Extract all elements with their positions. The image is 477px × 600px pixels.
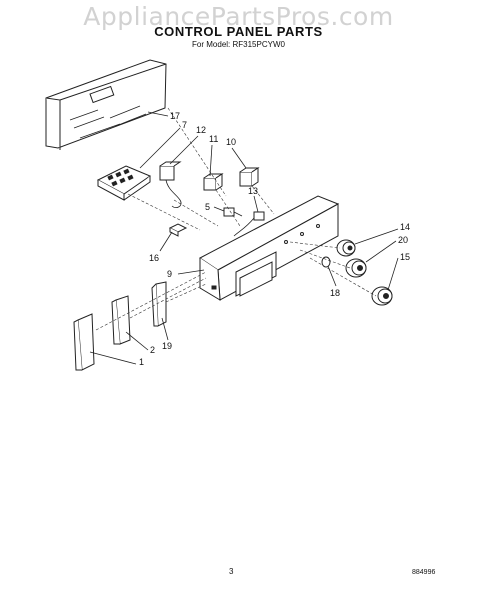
part-15-knob <box>371 286 393 306</box>
callout-1: 1 <box>139 357 144 367</box>
part-12-switch <box>159 161 182 208</box>
callout-19: 19 <box>162 341 172 351</box>
callout-17: 17 <box>170 111 180 121</box>
callout-20: 20 <box>398 235 408 245</box>
callout-11: 11 <box>209 134 218 144</box>
part-17-rear-panel <box>45 59 167 150</box>
assembly-lines <box>95 107 377 331</box>
part-13-harness <box>233 211 265 237</box>
page-number: 3 <box>229 567 234 576</box>
callout-15: 15 <box>400 252 410 262</box>
callout-18: 18 <box>330 288 340 298</box>
callout-12: 12 <box>196 125 206 135</box>
callout-leaders <box>89 111 399 365</box>
part-9-control-panel <box>199 195 340 301</box>
part-5-terminal <box>223 207 243 217</box>
model-line: For Model: RF315PCYW0 <box>192 40 285 49</box>
callout-7: 7 <box>182 120 187 130</box>
part-7-clock-display <box>96 165 152 201</box>
callout-16: 16 <box>149 253 159 263</box>
callout-2: 2 <box>150 345 155 355</box>
callout-9: 9 <box>167 269 172 279</box>
callout-5: 5 <box>205 202 210 212</box>
callout-10: 10 <box>226 137 236 147</box>
callout-labels: 17 7 12 11 10 5 13 16 9 14 20 15 18 1 2 … <box>139 111 410 367</box>
part-19-bracket <box>151 281 167 327</box>
callout-14: 14 <box>400 222 410 232</box>
page-title: CONTROL PANEL PARTS <box>154 24 323 39</box>
part-10-switch <box>239 167 260 187</box>
figure-code: 884996 <box>412 569 436 576</box>
part-1-end-cap <box>73 313 95 371</box>
part-20-knob <box>345 258 367 278</box>
callout-13: 13 <box>248 186 258 196</box>
part-14-knob <box>336 239 356 257</box>
part-18-knob-insert <box>321 256 331 268</box>
part-16-clip <box>168 223 188 237</box>
